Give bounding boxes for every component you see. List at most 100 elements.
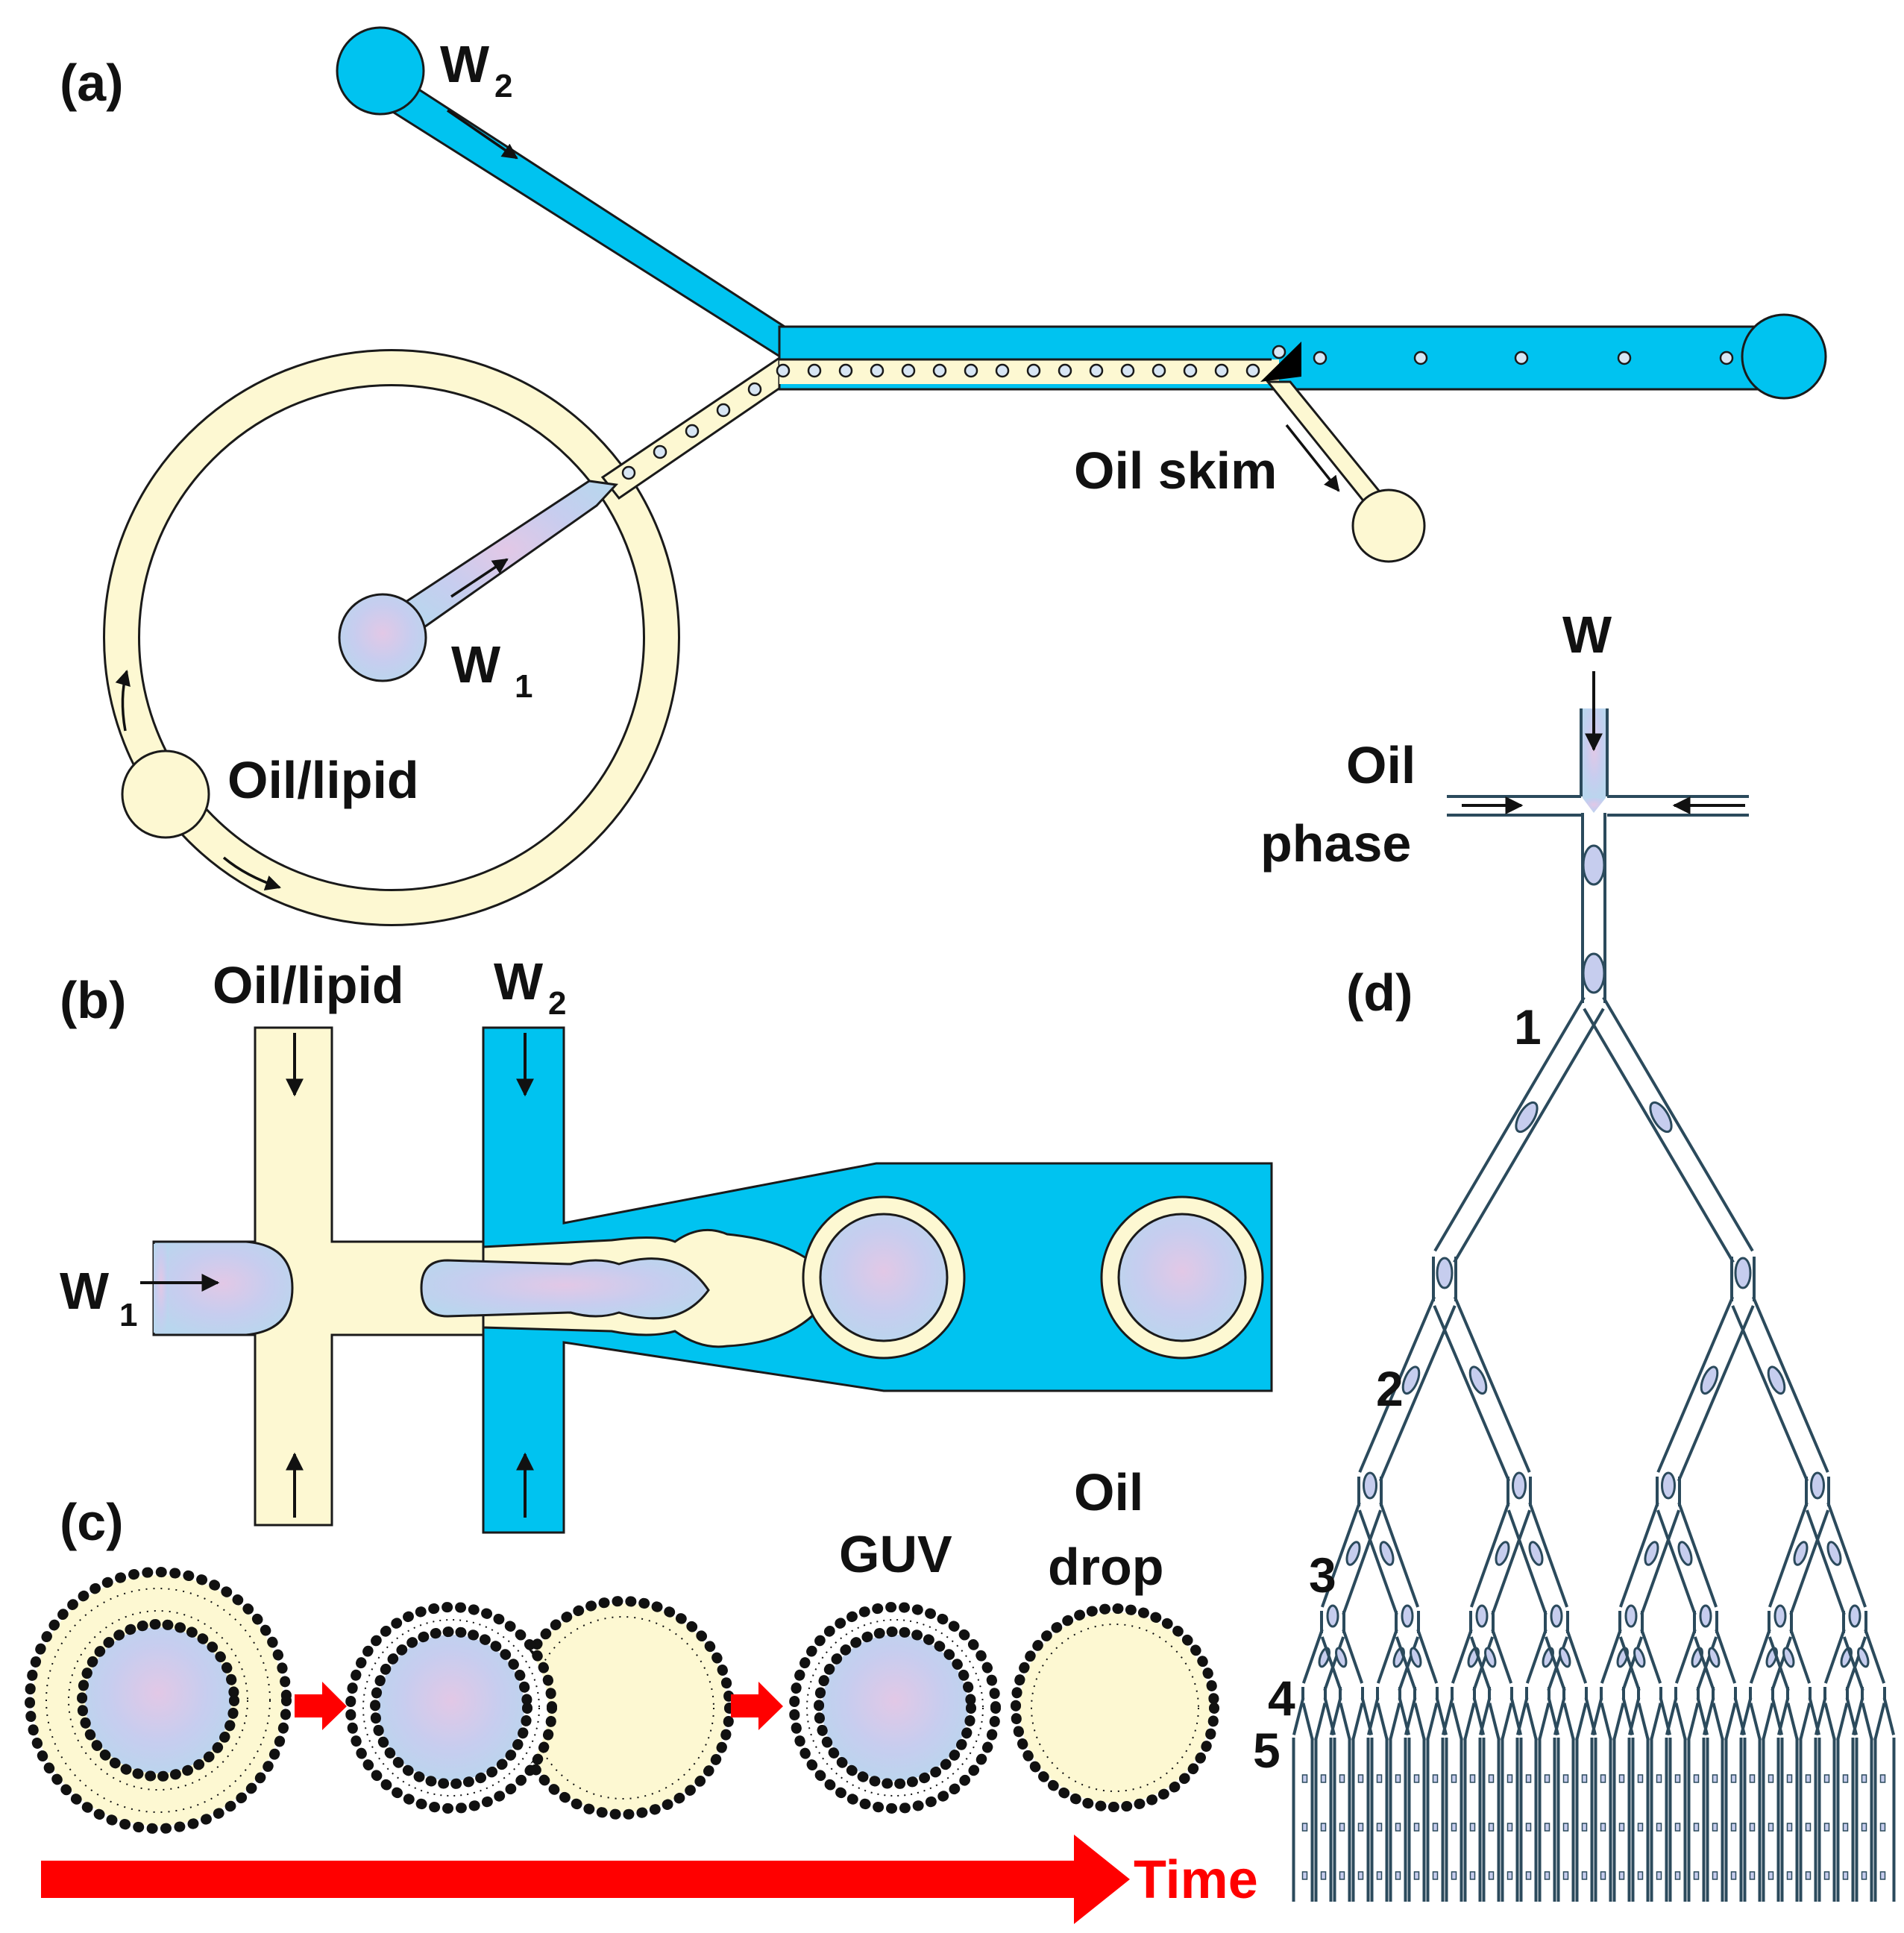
svg-text:1: 1: [119, 1297, 137, 1333]
droplet: [1805, 1871, 1812, 1880]
label-guv: GUV: [839, 1525, 952, 1583]
droplet: [1544, 1871, 1550, 1880]
label-oil-phase-1: Oil: [1346, 736, 1416, 794]
droplet: [1693, 1774, 1700, 1783]
droplet: [1826, 1541, 1842, 1566]
droplet: [1633, 1647, 1646, 1668]
droplet: [1475, 1604, 1489, 1628]
channel-wall: [1768, 1502, 1809, 1608]
channel-wall: [1583, 1008, 1735, 1263]
droplet: [1861, 1871, 1867, 1880]
droplet: [1693, 1871, 1700, 1880]
channel-wall: [1469, 1636, 1492, 1691]
flow-arrows-a: [115, 109, 1340, 890]
droplet: [1401, 1604, 1414, 1628]
channel-wall: [1358, 1296, 1436, 1473]
droplet: [1879, 1774, 1886, 1783]
droplet: [1413, 1774, 1420, 1783]
droplet: [1363, 1471, 1377, 1500]
channel-wall: [1376, 1703, 1389, 1741]
droplet: [1335, 1647, 1348, 1668]
channel-wall: [1351, 1703, 1364, 1741]
droplet: [1495, 1541, 1510, 1566]
channel-wall: [1640, 1509, 1681, 1615]
channel-wall: [1751, 1296, 1829, 1473]
droplet: [1857, 1647, 1870, 1668]
channel-wall: [1650, 1703, 1662, 1741]
droplet: [1512, 1471, 1527, 1500]
droplet: [1515, 1101, 1539, 1134]
stage-dewetting: [345, 1596, 735, 1820]
label-oil-drop-1: Oil: [1074, 1463, 1143, 1521]
channel-wall: [1823, 1629, 1846, 1684]
channel-wall: [1845, 1636, 1867, 1691]
droplet: [1661, 1471, 1676, 1500]
droplet: [1861, 1774, 1867, 1783]
channel-wall: [1491, 1629, 1513, 1684]
droplet: [1488, 1871, 1495, 1880]
channel-wall: [1378, 1305, 1457, 1482]
channel-wall: [1398, 1636, 1420, 1691]
channel-wall: [1528, 1502, 1569, 1608]
channel-wall: [1836, 1703, 1849, 1741]
channel-wall: [1501, 1703, 1513, 1741]
channel-wall: [1771, 1636, 1793, 1691]
inner-droplet-forming: [420, 1257, 710, 1320]
droplet: [1823, 1823, 1830, 1832]
droplet: [1730, 1871, 1737, 1880]
channel-wall: [1852, 1697, 1864, 1735]
red-arrow-1: [295, 1682, 347, 1730]
channel-wall: [1506, 1509, 1548, 1615]
channel-wall: [1777, 1697, 1790, 1735]
droplet: [1357, 1774, 1364, 1783]
channel-wall: [1674, 1703, 1687, 1741]
channel-wall: [1591, 1697, 1603, 1735]
svg-text:1: 1: [515, 668, 532, 705]
channel-wall: [1367, 1697, 1380, 1735]
label-w2-a: W 2: [440, 35, 512, 104]
droplet: [1810, 1471, 1825, 1500]
channel-wall: [1376, 1629, 1398, 1684]
red-arrow-2: [731, 1682, 783, 1730]
svg-text:2: 2: [548, 985, 566, 1022]
label-oil-lipid-b: Oil/lipid: [213, 956, 404, 1014]
droplet: [1793, 1541, 1809, 1566]
droplet: [1618, 1774, 1625, 1783]
droplet: [1749, 1823, 1756, 1832]
svg-text:W: W: [451, 635, 500, 694]
droplet: [1506, 1823, 1513, 1832]
droplet: [1320, 1823, 1327, 1832]
droplet: [1357, 1871, 1364, 1880]
channel-wall: [1389, 1703, 1401, 1741]
droplet: [1339, 1871, 1345, 1880]
droplet: [1320, 1871, 1327, 1880]
channel-wall: [1538, 1703, 1550, 1741]
droplet: [1301, 1871, 1308, 1880]
panel-label-a: (a): [60, 54, 124, 112]
channel-wall: [1320, 1636, 1342, 1691]
stage-guv: [789, 1602, 1001, 1814]
channel-wall: [1342, 1629, 1364, 1684]
droplet: [1677, 1541, 1693, 1566]
droplet: [1301, 1774, 1308, 1783]
droplet: [1469, 1871, 1476, 1880]
svg-text:W: W: [440, 35, 489, 93]
droplet: [1637, 1774, 1644, 1783]
channel-wall: [1656, 1509, 1697, 1615]
double-emulsion-2-core: [1117, 1213, 1247, 1342]
channel-wall: [1342, 1509, 1383, 1615]
channel-wall: [1712, 1703, 1724, 1741]
channel-wall: [1696, 1636, 1718, 1691]
droplet: [1600, 1823, 1606, 1832]
channel-wall: [1292, 1697, 1305, 1735]
droplet: [1401, 1365, 1421, 1395]
droplet: [1379, 1541, 1395, 1566]
branching-channel-network: [1292, 813, 1896, 1902]
droplet: [1656, 1871, 1662, 1880]
channel-wall: [1479, 1697, 1492, 1735]
channel-wall: [1395, 1636, 1417, 1691]
droplet: [1581, 1823, 1588, 1832]
flow-arrows-d: [1462, 671, 1745, 814]
channel-wall: [1628, 1697, 1641, 1735]
channel-wall: [1451, 1703, 1463, 1741]
